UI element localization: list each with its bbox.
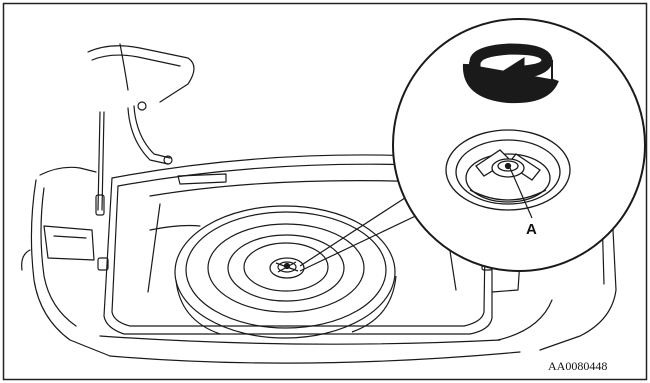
rotation-arrow-icon	[466, 44, 556, 100]
figure-code: AA0080448	[548, 359, 607, 373]
magnified-detail: A	[393, 19, 645, 271]
callout-label-a: A	[526, 221, 537, 238]
callout-leader	[300, 196, 424, 271]
